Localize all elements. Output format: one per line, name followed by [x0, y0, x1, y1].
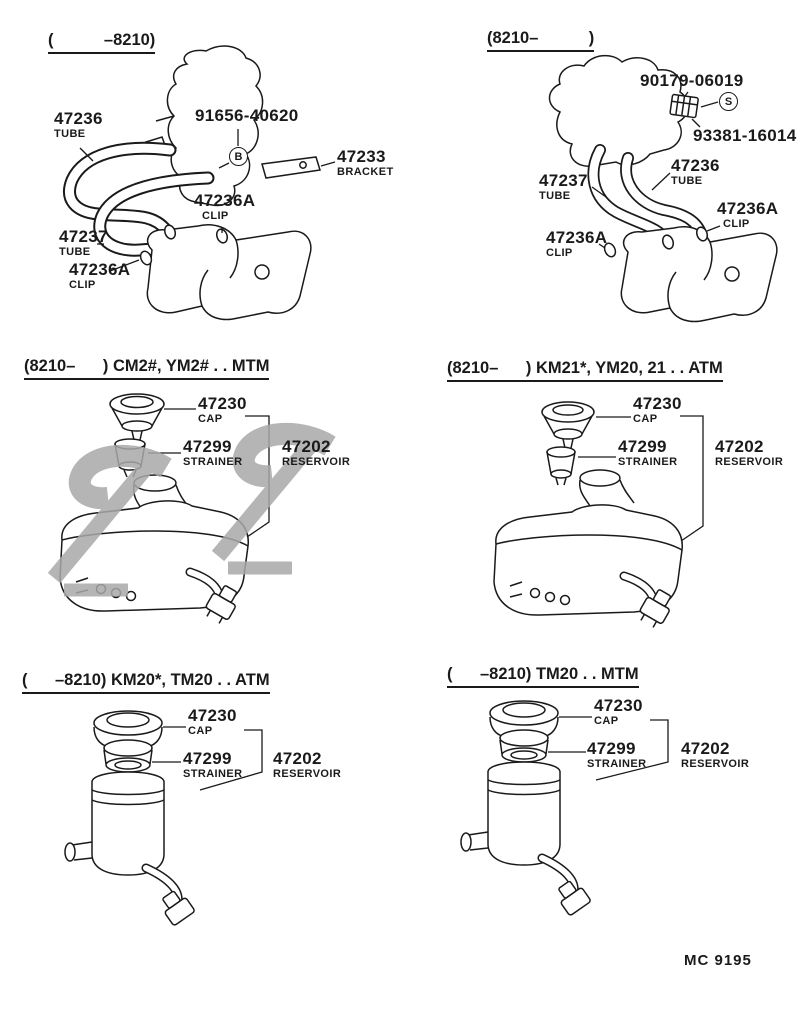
part-number: 47236A [194, 191, 256, 210]
part-description: TUBE [539, 190, 571, 202]
part-label-47236-tube: 47236 TUBE [54, 110, 103, 141]
part-description: CAP [188, 725, 213, 737]
part-description: CLIP [546, 247, 573, 259]
part-label-47299-strainer: 47299 STRAINER [183, 438, 242, 469]
part-number: 47202 [681, 739, 730, 758]
part-label-47299-strainer: 47299 STRAINER [618, 438, 677, 469]
sensor-connector [558, 880, 591, 916]
page-code: MC 9195 [684, 952, 752, 969]
part-number: 47299 [618, 437, 667, 456]
part-description: CAP [198, 413, 223, 425]
part-label-47299-strainer: 47299 STRAINER [587, 740, 646, 771]
part-number: 47237 [539, 171, 588, 190]
sensor-connector [162, 890, 195, 926]
part-label-47230-cap: 47230 CAP [188, 707, 237, 738]
leader-lines [79, 129, 336, 272]
sensor-connector [639, 589, 672, 628]
part-description: STRAINER [618, 456, 678, 468]
part-number: 47202 [273, 749, 322, 768]
part-number: 47236A [546, 228, 608, 247]
drawing-top-right-tubes [548, 54, 778, 323]
circled-letter-b: B [229, 147, 248, 166]
section-header-mid-left: (8210– ) CM2#, YM2# . . MTM [24, 356, 270, 380]
part-label-47236-tube: 47236 TUBE [671, 157, 720, 188]
part-number: 47236 [54, 109, 103, 128]
part-description: CAP [633, 413, 658, 425]
part-label-47230-cap: 47230 CAP [633, 395, 682, 426]
part-label-91656-40620: 91656-40620 [195, 107, 299, 125]
section-header-top-left: ( –8210) [48, 30, 156, 54]
part-label-47202-reservoir: 47202 RESERVOIR [715, 438, 783, 469]
drawing-mid-right-reservoir [493, 401, 704, 628]
section-header-bottom-right: ( –8210) TM20 . . MTM [447, 664, 639, 688]
drawing-bottom-right-reservoir [460, 700, 669, 916]
part-number: 47230 [188, 706, 237, 725]
leader-lines [591, 91, 721, 249]
part-number: 93381-16014 [693, 126, 797, 145]
part-label-90179-06019: 90179-06019 [640, 72, 744, 90]
part-label-47299-strainer: 47299 STRAINER [183, 750, 242, 781]
part-description: CLIP [69, 279, 96, 291]
section-header-bottom-left: ( –8210) KM20*, TM20 . . ATM [22, 670, 270, 694]
sensor-connector [205, 585, 238, 624]
part-number: 47299 [587, 739, 636, 758]
circled-letter-s: S [719, 92, 738, 111]
leader-lines [548, 716, 669, 781]
part-description: CAP [594, 715, 619, 727]
part-label-47237-tube: 47237 TUBE [539, 172, 588, 203]
part-label-47230-cap: 47230 CAP [198, 395, 247, 426]
part-label-47236A-clip-right: 47236A CLIP [717, 200, 778, 231]
part-label-47202-reservoir: 47202 RESERVOIR [273, 750, 341, 781]
drawing-top-left-tubes [63, 45, 336, 321]
leader-lines [152, 726, 263, 791]
part-description: TUBE [54, 128, 86, 140]
part-number: 47230 [198, 394, 247, 413]
part-description: RESERVOIR [282, 456, 351, 468]
part-label-47202-reservoir: 47202 RESERVOIR [681, 740, 749, 771]
part-description: TUBE [59, 246, 91, 258]
part-number: 47237 [59, 227, 108, 246]
part-description: STRAINER [587, 758, 647, 770]
part-number: 90179-06019 [640, 71, 744, 90]
part-number: 47236 [671, 156, 720, 175]
section-header-mid-right: (8210– ) KM21*, YM20, 21 . . ATM [447, 358, 723, 382]
drawing-mid-left-reservoir [59, 393, 270, 624]
section-header-top-right: (8210– ) [487, 28, 595, 52]
part-description: CLIP [202, 210, 229, 222]
part-label-47236A-clip-upper: 47236A CLIP [194, 192, 255, 223]
part-description: STRAINER [183, 768, 243, 780]
part-number: 47299 [183, 437, 232, 456]
part-number: 47230 [594, 696, 643, 715]
part-number: 47202 [715, 437, 764, 456]
part-description: RESERVOIR [273, 768, 342, 780]
part-number: 47202 [282, 437, 331, 456]
part-label-93381-16014: 93381-16014 [693, 127, 797, 145]
leader-lines [578, 415, 704, 542]
part-description: RESERVOIR [681, 758, 750, 770]
part-description: BRACKET [337, 166, 394, 178]
part-number: 47230 [633, 394, 682, 413]
part-description: TUBE [671, 175, 703, 187]
part-number: 47299 [183, 749, 232, 768]
part-number: 47233 [337, 147, 386, 166]
part-number: 47236A [717, 199, 779, 218]
part-label-47202-reservoir: 47202 RESERVOIR [282, 438, 350, 469]
clamp-fastener [669, 93, 699, 119]
drawing-bottom-left-reservoir [64, 710, 263, 926]
part-number: 91656-40620 [195, 106, 299, 125]
part-description: CLIP [723, 218, 750, 230]
part-label-47237-tube: 47237 TUBE [59, 228, 108, 259]
part-label-47233-bracket: 47233 BRACKET [337, 148, 394, 179]
part-description: RESERVOIR [715, 456, 784, 468]
part-description: STRAINER [183, 456, 243, 468]
part-label-47236A-clip-lower: 47236A CLIP [69, 261, 130, 292]
part-label-47230-cap: 47230 CAP [594, 697, 643, 728]
part-label-47236A-clip-left: 47236A CLIP [546, 229, 607, 260]
part-number: 47236A [69, 260, 131, 279]
bracket-part [261, 156, 321, 179]
